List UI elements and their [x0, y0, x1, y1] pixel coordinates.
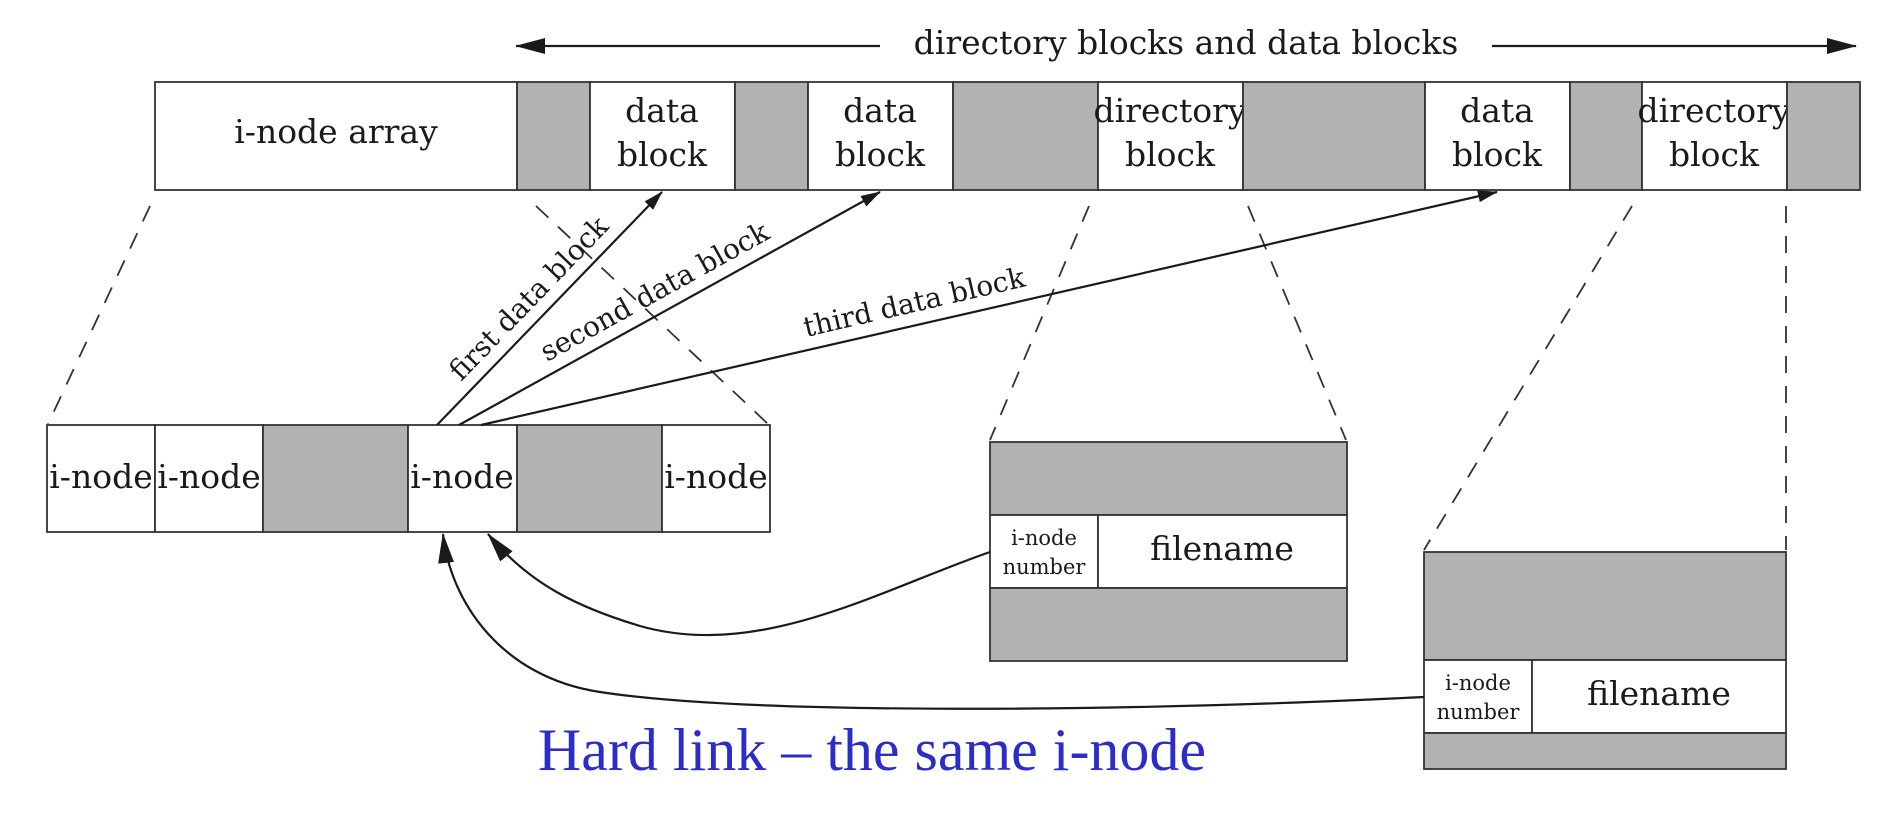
third-data-block-label: third data block — [800, 261, 1029, 344]
guide-line — [1423, 205, 1633, 551]
directory-block-2-label-line2: block — [1669, 135, 1760, 174]
data-block-2-label-line2: block — [835, 135, 926, 174]
directory-detail-2: i-node number filename — [1423, 551, 1787, 770]
unused-block — [1242, 81, 1426, 191]
dir-entry-number-line1: i-node — [1445, 671, 1511, 695]
unused-inode-cell — [516, 424, 663, 533]
directory-block-2-label-line1: directory — [1637, 91, 1790, 130]
directory-block-1-label-line1: directory — [1093, 91, 1246, 130]
inode-cell — [661, 424, 771, 533]
shared-inode-label: i-node — [410, 457, 513, 496]
dir-unused-area — [1423, 551, 1787, 661]
unused-inode-cell — [262, 424, 409, 533]
link-arrow-2 — [438, 533, 1425, 710]
shared-inode-cell — [407, 424, 518, 533]
data-block-1-label-line2: block — [617, 135, 708, 174]
first-data-block-label: first data block — [442, 209, 615, 387]
dir-entry-filename: filename — [1150, 529, 1294, 568]
data-block-3-label-line1: data — [1460, 91, 1534, 130]
data-block-3-label-line2: block — [1452, 135, 1543, 174]
header-label: directory blocks and data blocks — [914, 23, 1459, 62]
unused-block — [952, 81, 1099, 191]
inode-cell — [154, 424, 264, 533]
inode-cell — [46, 424, 156, 533]
dir-entry-number-cell — [989, 514, 1099, 589]
unused-block — [1569, 81, 1643, 191]
guide-line — [989, 205, 1090, 441]
data-block-1-label-line1: data — [625, 91, 699, 130]
unused-block — [734, 81, 809, 191]
unused-block — [516, 81, 591, 191]
inode-table: i-node i-node i-node i-node — [46, 424, 771, 533]
link-arrow-1 — [487, 533, 991, 637]
guide-line — [535, 205, 769, 425]
inode-cell-label: i-node — [49, 457, 152, 496]
data-block-2-label-line1: data — [843, 91, 917, 130]
dir-entry-number-line1: i-node — [1011, 526, 1077, 550]
third-data-block-arrow — [480, 190, 1498, 427]
disk-strip: i-node array data block data block direc… — [154, 81, 1861, 191]
dir-entry-number-line2: number — [1003, 555, 1087, 579]
inode-array-block — [154, 81, 518, 191]
directory-block-2 — [1641, 81, 1788, 191]
dir-unused-area — [989, 587, 1348, 662]
dir-entry-filename-cell — [1097, 514, 1348, 589]
hard-link-arrows — [438, 533, 1425, 710]
dir-unused-area — [989, 441, 1348, 516]
dir-entry-number-line2: number — [1437, 700, 1521, 724]
header-span: directory blocks and data blocks — [515, 23, 1857, 62]
inode-cell-label: i-node — [157, 457, 260, 496]
guide-line — [1247, 205, 1347, 441]
inode-array-label: i-node array — [234, 112, 438, 151]
guide-line — [47, 205, 151, 425]
directory-detail-1: i-node number filename — [989, 441, 1348, 662]
block-pointers: first data block second data block third… — [436, 190, 1498, 427]
directory-block-1 — [1097, 81, 1244, 191]
dir-entry-filename: filename — [1587, 674, 1731, 713]
caption: Hard link – the same i-node — [538, 717, 1206, 783]
unused-block — [1786, 81, 1861, 191]
first-data-block-arrow — [436, 191, 663, 426]
data-block-1 — [589, 81, 736, 191]
directory-block-1-label-line2: block — [1125, 135, 1216, 174]
data-block-2 — [807, 81, 954, 191]
inode-cell-label: i-node — [664, 457, 767, 496]
second-data-block-arrow — [458, 191, 881, 426]
dir-unused-area — [1423, 732, 1787, 770]
